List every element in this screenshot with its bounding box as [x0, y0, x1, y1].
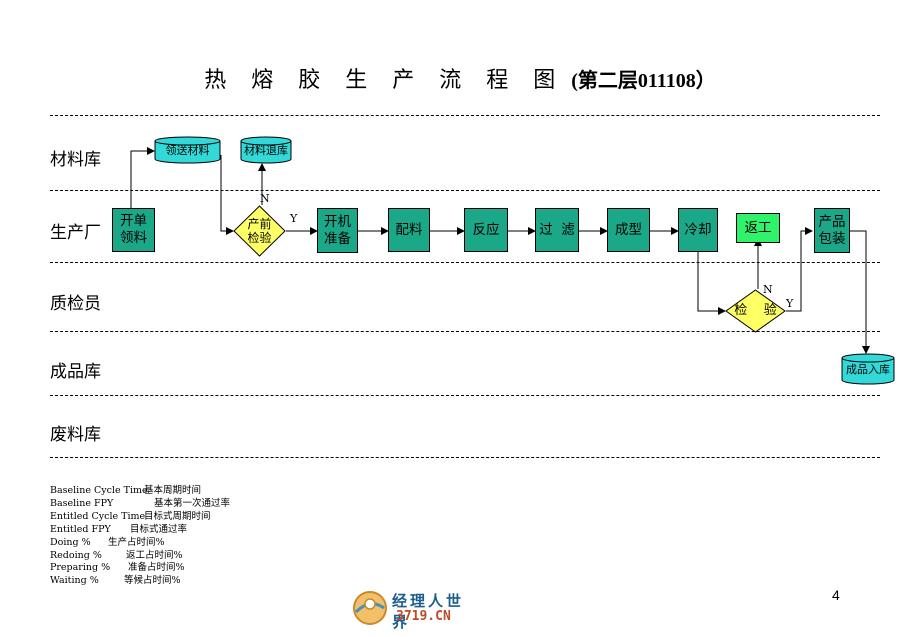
process-fangong-label: 返工 — [744, 219, 772, 236]
arrow-lingsong-chanqian — [220, 155, 234, 235]
legend-term: Baseline FPY — [50, 497, 114, 509]
legend-term: Entitled FPY — [50, 523, 111, 535]
legend-row: Redoing % 返工占时间% — [50, 550, 230, 563]
lane-divider — [50, 190, 880, 191]
lane-label-finished-store: 成品库 — [50, 362, 101, 382]
cylinder-shape — [240, 136, 292, 164]
page-title: 热 熔 胶 生 产 流 程 图 (第二层011108） — [0, 62, 920, 94]
lane-divider — [50, 331, 880, 332]
legend-row: Baseline FPY 基本第一次通过率 — [50, 498, 230, 511]
process-chanpin-label: 产品 包装 — [818, 213, 846, 247]
process-peiliao-label: 配料 — [395, 221, 423, 238]
logo-text: 经理人世界 — [392, 592, 465, 631]
legend-desc: 基本第一次通过率 — [154, 497, 231, 509]
title-sub: (第二层011108） — [571, 70, 716, 92]
process-fangong: 返工 — [736, 213, 780, 243]
process-chengxing-label: 成型 — [615, 221, 642, 238]
process-kaiji-zhunbei: 开机 准备 — [317, 208, 358, 253]
lane-label-scrap-store: 废料库 — [50, 425, 101, 445]
decision-chanqian-label: 产前 检验 — [247, 217, 272, 245]
process-fanying: 反应 — [464, 208, 508, 252]
legend-row: Entitled Cycle Time目标式周期时间 — [50, 511, 230, 524]
legend-desc: 返工占时间% — [126, 549, 183, 561]
legend: Baseline Cycle Time基本周期时间 Baseline FPY 基本… — [50, 485, 230, 588]
legend-desc: 目标式周期时间 — [144, 510, 211, 522]
legend-desc: 准备占时间% — [128, 562, 185, 574]
storage-cailiao-tuiku: 材料退库 — [240, 136, 292, 164]
arrow-lengque-jianyan — [697, 252, 726, 315]
legend-term: Redoing % — [50, 549, 102, 561]
logo-url: 3719.CN — [396, 609, 451, 624]
decision-jianyan: 检 验 — [725, 289, 786, 333]
legend-term: Doing % — [50, 536, 91, 548]
branch-label-n: N — [763, 283, 773, 296]
diamond-shape — [725, 289, 786, 333]
process-peiliao: 配料 — [388, 208, 430, 252]
legend-row: Entitled FPY 目标式通过率 — [50, 524, 230, 537]
decision-chanqian-jianyan: 产前 检验 — [233, 205, 286, 257]
legend-desc: 目标式通过率 — [130, 523, 188, 535]
branch-label-y: Y — [290, 212, 298, 225]
lane-label-qc: 质检员 — [50, 294, 101, 314]
arrow-kaidan-lingsong — [130, 147, 155, 208]
lane-divider — [50, 395, 880, 396]
lane-label-production: 生产厂 — [50, 223, 101, 243]
branch-label-y: Y — [786, 297, 794, 310]
legend-row: Baseline Cycle Time基本周期时间 — [50, 485, 230, 498]
watermark-logo: 经理人世界 3719.CN — [350, 588, 480, 631]
legend-desc: 等候占时间% — [124, 575, 181, 587]
lane-divider — [50, 457, 880, 458]
process-kaiji-label: 开机 准备 — [324, 213, 351, 247]
storage-chengpin-ruku: 成品入库 — [841, 353, 895, 385]
branch-label-n: N — [260, 192, 270, 205]
legend-row: Waiting % 等候占时间% — [50, 575, 230, 588]
process-lengque: 冷却 — [678, 208, 718, 252]
legend-desc: 基本周期时间 — [144, 485, 202, 496]
process-chengxing: 成型 — [607, 208, 650, 252]
storage-tuiku-label: 材料退库 — [244, 144, 288, 157]
title-main: 热 熔 胶 生 产 流 程 图 — [204, 68, 565, 93]
lane-divider — [50, 262, 880, 263]
process-kaidan-label: 开单 领料 — [120, 213, 147, 246]
legend-row: Preparing % 准备占时间% — [50, 562, 230, 575]
process-lengque-label: 冷却 — [684, 221, 712, 238]
process-guolv: 过 滤 — [535, 208, 579, 252]
cylinder-shape — [841, 353, 895, 385]
legend-term: Entitled Cycle Time — [50, 510, 146, 522]
legend-term: Baseline Cycle Time — [50, 485, 148, 496]
cylinder-shape — [154, 136, 221, 164]
lane-label-material-store: 材料库 — [50, 150, 101, 170]
legend-term: Waiting % — [50, 575, 99, 587]
arrow-jianyan-chanpin — [786, 227, 813, 312]
arrow-chanpin-ruku — [850, 230, 870, 354]
storage-ruku-label: 成品入库 — [846, 363, 890, 376]
legend-row: Doing % 生产占时间% — [50, 537, 230, 550]
page-number: 4 — [832, 587, 840, 603]
diamond-shape — [233, 205, 286, 257]
globe-icon — [353, 591, 387, 625]
legend-term: Preparing % — [50, 562, 111, 574]
storage-lingsong-cailiao: 领送材料 — [154, 136, 221, 164]
process-fanying-label: 反应 — [472, 221, 500, 238]
process-chanpin-baozhuang: 产品 包装 — [814, 208, 850, 253]
process-guolv-label: 过 滤 — [539, 221, 575, 238]
process-kaidan-lingliao: 开单 领料 — [112, 208, 155, 252]
decision-jianyan-label: 检 验 — [734, 303, 777, 318]
storage-lingsong-label: 领送材料 — [165, 144, 210, 157]
legend-desc: 生产占时间% — [108, 536, 165, 548]
lane-divider — [50, 115, 880, 116]
